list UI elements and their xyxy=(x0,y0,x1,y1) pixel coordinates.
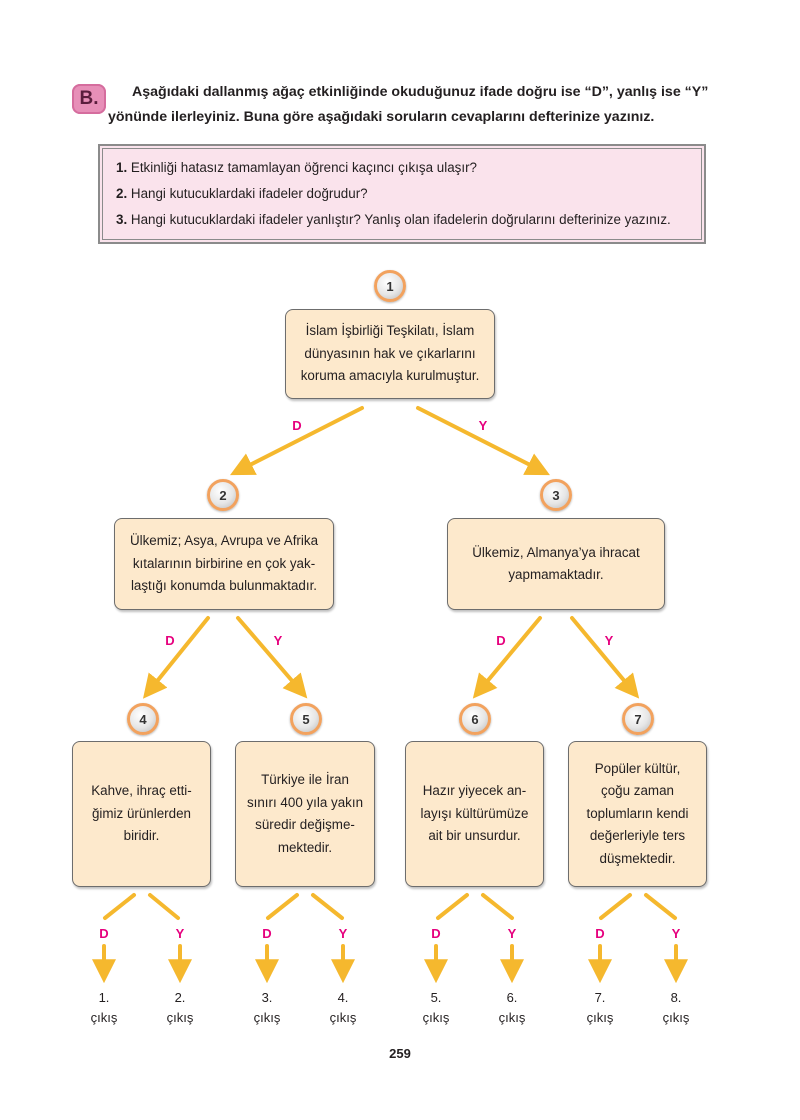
instruction-line-1: Aşağıdaki dallanmış ağaç etkinliğinde ok… xyxy=(132,84,709,100)
node-number-2: 2 xyxy=(207,479,239,511)
node-number-6: 6 xyxy=(459,703,491,735)
exit-5: 5.çıkış xyxy=(422,990,450,1025)
exit-1: 1.çıkış xyxy=(90,990,118,1025)
arrow-1-y xyxy=(416,406,550,476)
question-3: 3. Hangi kutucuklardaki ifadeler yanlışt… xyxy=(116,212,671,227)
question-2: 2. Hangi kutucuklardaki ifadeler doğrudu… xyxy=(116,186,368,201)
exit-6: 6.çıkış xyxy=(498,990,526,1025)
arrow-4-y-top xyxy=(148,893,180,920)
arrow-3-d xyxy=(472,616,542,699)
node-number-5: 5 xyxy=(290,703,322,735)
branch-label-2-d: D xyxy=(165,633,175,648)
question-1: 1. Etkinliği hatasız tamamlayan öğrenci … xyxy=(116,160,477,175)
exit-3: 3.çıkış xyxy=(253,990,281,1025)
arrow-5-d-top xyxy=(266,893,299,920)
branch-label-4-y: Y xyxy=(175,926,185,941)
arrow-2-y xyxy=(236,616,308,699)
page-number: 259 xyxy=(389,1046,411,1061)
node-number-7: 7 xyxy=(622,703,654,735)
branch-label-5-y: Y xyxy=(338,926,348,941)
section-badge: B. xyxy=(72,84,106,114)
arrow-7-y-top xyxy=(644,893,677,920)
node-7-statement: Popüler kültür, çoğu zaman toplumların k… xyxy=(568,741,707,887)
arrow-2-d xyxy=(142,616,210,699)
branch-label-1-d: D xyxy=(292,418,302,433)
branch-label-7-d: D xyxy=(595,926,605,941)
branch-label-3-y: Y xyxy=(604,633,614,648)
branch-label-6-d: D xyxy=(431,926,441,941)
node-4-statement: Kahve, ihraç etti- ğimiz ürünlerden biri… xyxy=(72,741,211,887)
arrow-5-y-top xyxy=(311,893,344,920)
instruction-text: Aşağıdaki dallanmış ağaç etkinliğinde ok… xyxy=(108,80,726,130)
arrow-6-y-top xyxy=(481,893,514,920)
arrow-3-y xyxy=(570,616,640,699)
exit-2: 2.çıkış xyxy=(166,990,194,1025)
exit-8: 8.çıkış xyxy=(662,990,690,1025)
branch-label-3-d: D xyxy=(496,633,506,648)
branch-label-7-y: Y xyxy=(671,926,681,941)
branch-label-6-y: Y xyxy=(507,926,517,941)
branch-label-1-y: Y xyxy=(478,418,488,433)
node-number-4: 4 xyxy=(127,703,159,735)
arrow-1-d xyxy=(230,406,364,476)
node-number-1: 1 xyxy=(374,270,406,302)
branch-label-5-d: D xyxy=(262,926,272,941)
arrow-7-d-top xyxy=(599,893,632,920)
exit-4: 4.çıkış xyxy=(329,990,357,1025)
node-5-statement: Türkiye ile İran sınırı 400 yıla yakın s… xyxy=(235,741,375,887)
node-2-statement: Ülkemiz; Asya, Avrupa ve Afrika kıtaları… xyxy=(114,518,334,610)
exit-7: 7.çıkış xyxy=(586,990,614,1025)
arrow-6-d-top xyxy=(436,893,469,920)
arrow-4-d-top xyxy=(103,893,136,920)
branch-label-2-y: Y xyxy=(273,633,283,648)
instruction-line-2: yönünde ilerleyiniz. Buna göre aşağıdaki… xyxy=(108,109,655,125)
node-1-statement: İslam İşbirliği Teşkilatı, İslam dünyası… xyxy=(285,309,495,399)
branch-label-4-d: D xyxy=(99,926,109,941)
question-box: 1. Etkinliği hatasız tamamlayan öğrenci … xyxy=(98,144,706,244)
node-number-3: 3 xyxy=(540,479,572,511)
node-6-statement: Hazır yiyecek an- layışı kültürümüze ait… xyxy=(405,741,544,887)
node-3-statement: Ülkemiz, Almanya’ya ihracat yapmamaktadı… xyxy=(447,518,665,610)
